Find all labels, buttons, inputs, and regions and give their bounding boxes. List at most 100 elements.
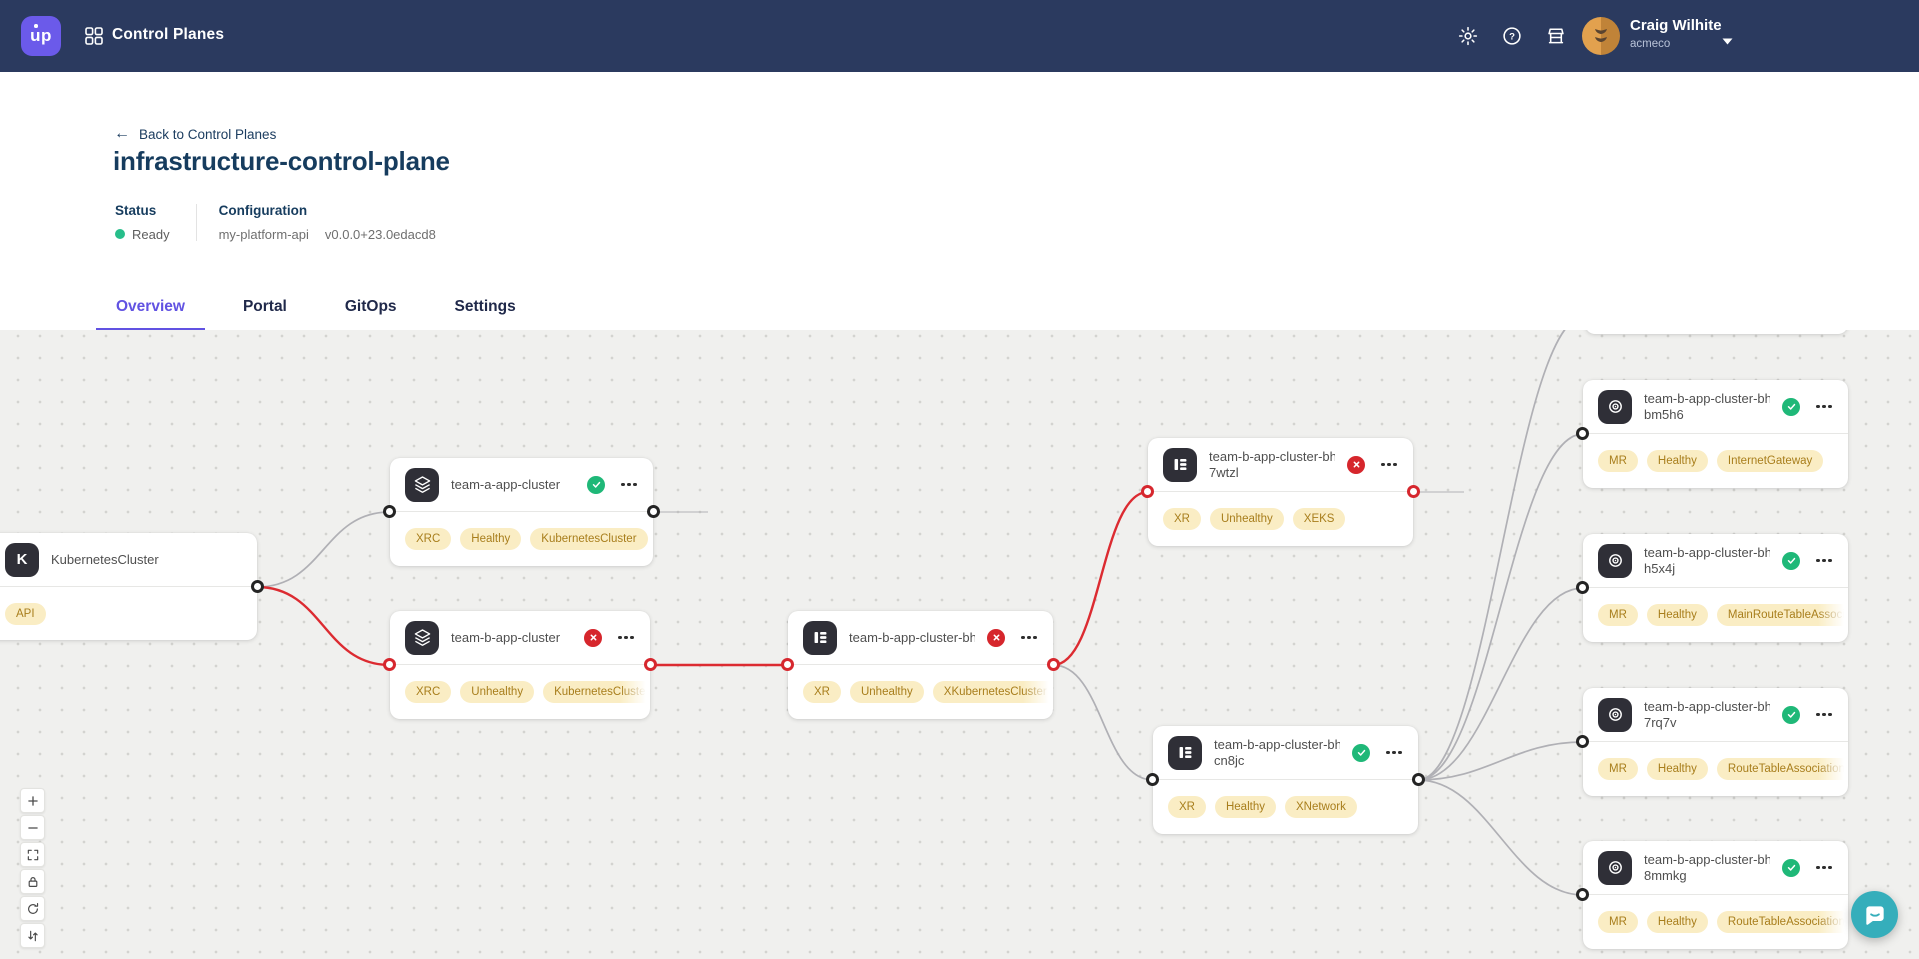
- canvas-controls: [20, 788, 45, 948]
- lock-button[interactable]: [20, 869, 45, 894]
- marketplace-icon[interactable]: [1545, 25, 1567, 47]
- node-menu-button[interactable]: [1382, 741, 1406, 765]
- node-header: team-b-app-cluster-bhwfb-cn8jc: [1153, 726, 1418, 780]
- badge: Unhealthy: [849, 680, 924, 703]
- badge: XRC: [405, 527, 452, 550]
- node-menu-button[interactable]: [1812, 395, 1836, 419]
- status-ready-dot: [115, 229, 125, 239]
- settings-gear-icon[interactable]: [1457, 25, 1479, 47]
- chevron-down-icon[interactable]: [1722, 32, 1733, 45]
- badge: MR: [1598, 910, 1638, 933]
- status-healthy-icon: [1782, 858, 1800, 877]
- avatar[interactable]: [1582, 17, 1620, 55]
- page-header: ← Back to Control Planes infrastructure-…: [0, 72, 1919, 331]
- edge-handle-right: [647, 505, 660, 518]
- node-team-b-app-cluster-bhwfb-h5x4j[interactable]: team-b-app-cluster-bhwfb-h5x4jMRHealthyM…: [1576, 534, 1848, 642]
- badge: Healthy: [1646, 449, 1708, 472]
- node-title: team-b-app-cluster: [451, 629, 561, 645]
- node-team-b-app-cluster-bhwfb-cn8jc[interactable]: team-b-app-cluster-bhwfb-cn8jcXRHealthyX…: [1146, 726, 1425, 834]
- edge-handle-right: [644, 658, 657, 671]
- tab-gitops[interactable]: GitOps: [344, 298, 397, 315]
- node-header: team-b-app-cluster-bhwfb-h5x4j: [1583, 534, 1848, 588]
- node-title: KubernetesCluster: [51, 551, 159, 567]
- edge-handle-left: [383, 658, 396, 671]
- user-menu[interactable]: Craig Wilhite acmeco: [1630, 17, 1722, 50]
- reset-view-button[interactable]: [20, 896, 45, 921]
- edge-handle-left: [383, 505, 396, 518]
- graph-edge: [1052, 664, 1154, 781]
- node-team-b-app-cluster-bhwfb-bm5h6[interactable]: team-b-app-cluster-bhwfb-bm5h6MRHealthyI…: [1576, 380, 1848, 488]
- configuration-name[interactable]: my-platform-api: [218, 226, 309, 242]
- graph-edge: [1417, 330, 1566, 781]
- badge: XEKS: [1292, 507, 1346, 530]
- meta-row: Status Ready Configuration my-platform-a…: [115, 204, 436, 241]
- badge: Healthy: [1646, 757, 1708, 780]
- badge: Unhealthy: [1209, 507, 1284, 530]
- node-team-b-app-cluster-bhwfb-7rq7v[interactable]: team-b-app-cluster-bhwfb-7rq7vMRHealthyR…: [1576, 688, 1848, 796]
- auto-layout-button[interactable]: [20, 923, 45, 948]
- help-icon[interactable]: ?: [1501, 25, 1523, 47]
- status-column: Status Ready: [115, 204, 170, 241]
- zoom-out-button[interactable]: [20, 815, 45, 840]
- node-team-b-app-cluster-bhwfb[interactable]: team-b-app-cluster-bhwfbXRUnhealthyXKube…: [781, 611, 1060, 719]
- node-menu-button[interactable]: [1812, 856, 1836, 880]
- node-title: team-b-app-cluster-bhwfb-7wtzl: [1209, 449, 1335, 480]
- edge-handle-left: [1141, 485, 1154, 498]
- node-title: team-b-app-cluster-bhwfb-cn8jc: [1214, 737, 1340, 768]
- back-link[interactable]: ← Back to Control Planes: [114, 126, 276, 142]
- tab-settings[interactable]: Settings: [454, 298, 516, 315]
- node-menu-button[interactable]: [1017, 626, 1041, 650]
- graph-edge: [1417, 741, 1584, 781]
- fit-view-button[interactable]: [20, 842, 45, 867]
- svg-text:?: ?: [1509, 31, 1515, 42]
- node-team-b-app-cluster-bhwfb-8mmkg[interactable]: team-b-app-cluster-bhwfb-8mmkgMRHealthyR…: [1576, 841, 1848, 949]
- node-title: team-b-app-cluster-bhwfb-bm5h6: [1644, 391, 1770, 422]
- badge: RouteTableAssociation: [1716, 757, 1848, 780]
- layers-resource-icon: [405, 467, 439, 502]
- graph-edge: [1417, 779, 1584, 896]
- badge: XR: [803, 680, 841, 703]
- node-menu-button[interactable]: [1377, 453, 1401, 477]
- upbound-logo[interactable]: up: [21, 16, 61, 56]
- node-team-b-app-cluster-bhwfb-7wtzl[interactable]: team-b-app-cluster-bhwfb-7wtzlXRUnhealth…: [1141, 438, 1420, 546]
- node-title: team-b-app-cluster-bhwfb-h5x4j: [1644, 545, 1770, 576]
- status-unhealthy-icon: [584, 628, 602, 647]
- kubernetes-resource-icon: K: [5, 542, 39, 577]
- node-partial-top-card[interactable]: [1585, 330, 1848, 334]
- node-header: K KubernetesCluster: [0, 533, 257, 587]
- status-unhealthy-icon: [987, 628, 1005, 647]
- tab-portal[interactable]: Portal: [242, 298, 287, 315]
- zoom-in-button[interactable]: [20, 788, 45, 813]
- graph-edge: [1417, 587, 1584, 781]
- composite-resource-icon: [1163, 447, 1197, 482]
- top-nav: up Control Planes ?: [0, 0, 1919, 72]
- node-header: team-b-app-cluster-bhwfb-bm5h6: [1583, 380, 1848, 434]
- tab-overview[interactable]: Overview: [96, 284, 205, 331]
- composite-resource-icon: [803, 620, 837, 655]
- graph-edge: [256, 511, 391, 588]
- chat-launcher-button[interactable]: [1851, 891, 1898, 938]
- edge-handle-right: [1412, 773, 1425, 786]
- status-healthy-icon: [1352, 743, 1370, 762]
- node-header: team-b-app-cluster-bhwfb: [788, 611, 1053, 665]
- status-healthy-icon: [1782, 705, 1800, 724]
- node-title: team-b-app-cluster-bhwfb-7rq7v: [1644, 699, 1770, 730]
- graph-edge: [1052, 490, 1149, 667]
- graph-edge: [1417, 433, 1584, 781]
- node-menu-button[interactable]: [1812, 703, 1836, 727]
- node-menu-button[interactable]: [617, 473, 641, 497]
- meta-divider: [195, 204, 197, 241]
- node-menu-button[interactable]: [614, 626, 638, 650]
- edges-layer: [256, 330, 1584, 896]
- node-menu-button[interactable]: [1812, 549, 1836, 573]
- tab-bar: Overview Portal GitOps Settings: [96, 284, 536, 331]
- badge: Healthy: [460, 527, 522, 550]
